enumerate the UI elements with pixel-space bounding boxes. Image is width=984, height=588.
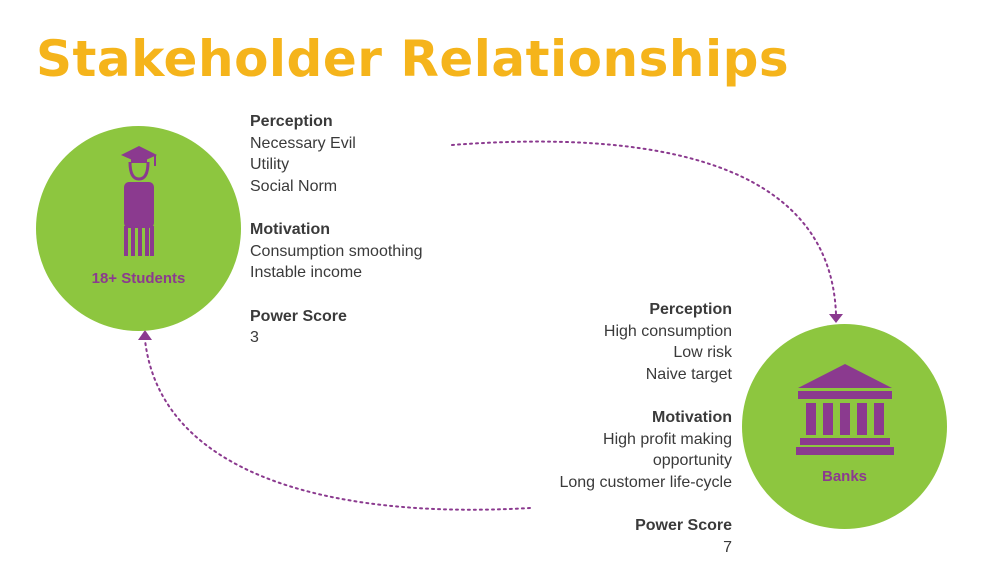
banks-motivation-item: High profit making — [603, 430, 732, 448]
banks-perception-item: Naive target — [645, 365, 732, 383]
students-motivation-item: Consumption smoothing — [250, 242, 423, 260]
students-perception-item: Social Norm — [250, 177, 338, 195]
banks-motivation-item: Long customer life-cycle — [559, 473, 732, 491]
graduate-student-icon — [121, 146, 157, 256]
banks-perception-item: High consumption — [603, 322, 732, 340]
students-power-heading: Power Score — [250, 307, 347, 325]
students-label: 18+ Students — [91, 270, 186, 287]
banks-power-score: 7 — [723, 538, 732, 556]
students-motivation-item: Instable income — [250, 264, 363, 281]
banks-details: Perception High consumption Low risk Nai… — [559, 299, 732, 558]
banks-power-heading: Power Score — [635, 517, 732, 534]
arrowhead-to-banks — [829, 314, 843, 323]
banks-circle: Banks — [742, 324, 947, 529]
students-circle: 18+ Students — [36, 126, 241, 331]
students-perception-heading: Perception — [250, 113, 333, 130]
banks-label: Banks — [821, 468, 868, 485]
students-motivation-heading: Motivation — [250, 221, 330, 238]
page-title: Stakeholder Relationships — [36, 30, 790, 88]
students-power-score: 3 — [250, 329, 259, 346]
arrow-banks-to-students — [144, 339, 531, 511]
students-perception-item: Necessary Evil — [250, 134, 356, 152]
banks-perception-heading: Perception — [649, 301, 732, 318]
banks-motivation-item: opportunity — [652, 452, 732, 469]
students-perception-item: Utility — [250, 156, 290, 173]
banks-motivation-heading: Motivation — [652, 409, 732, 426]
students-details: Perception Necessary Evil Utility Social… — [250, 111, 423, 349]
arrow-students-to-banks — [451, 140, 837, 315]
banks-perception-item: Low risk — [673, 344, 732, 361]
arrowhead-to-students — [138, 330, 152, 340]
bank-building-icon — [796, 364, 894, 455]
